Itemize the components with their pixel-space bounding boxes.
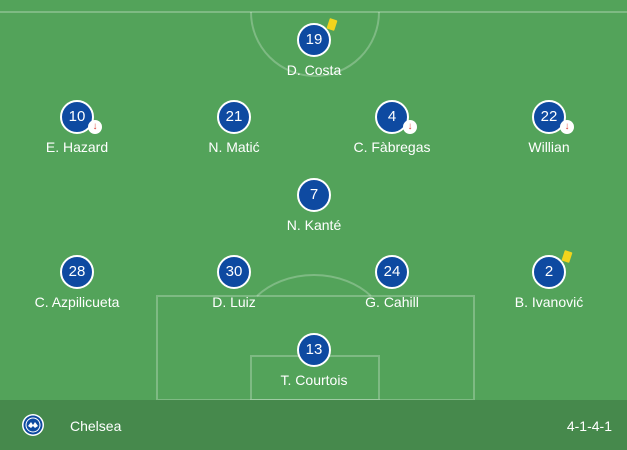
penalty-box [156,295,475,400]
chelsea-crest-icon [22,414,44,436]
player-number-badge: 30 [217,255,251,289]
pitch-markings [0,11,627,400]
center-circle [250,11,380,77]
player-card-hazard[interactable]: 10 ↓ E. Hazard [7,100,147,155]
player-card-fabregas[interactable]: 4 ↓ C. Fàbregas [322,100,462,155]
player-name: C. Fàbregas [353,139,431,155]
player-card-matic[interactable]: 21 N. Matić [164,100,304,155]
player-number-badge: 4 [375,100,409,134]
player-name: N. Kanté [286,217,342,233]
substitution-out-icon: ↓ [560,120,574,134]
yellow-card-icon [561,250,573,263]
player-number-badge: 28 [60,255,94,289]
player-card-azpilicueta[interactable]: 28 C. Azpilicueta [7,255,147,310]
yellow-card-icon [326,18,338,31]
player-number-badge: 21 [217,100,251,134]
team-footer: Chelsea 4-1-4-1 [0,400,627,450]
player-name: T. Courtois [280,372,348,388]
player-number-badge: 19 [297,23,331,57]
player-card-courtois[interactable]: 13 T. Courtois [244,333,384,388]
player-number-badge: 24 [375,255,409,289]
player-card-cahill[interactable]: 24 G. Cahill [322,255,462,310]
player-card-costa[interactable]: 19 D. Costa [244,18,384,78]
player-number-badge: 7 [297,178,331,212]
player-card-willian[interactable]: 22 ↓ Willian [479,100,619,155]
player-name: D. Luiz [212,294,256,310]
player-card-luiz[interactable]: 30 D. Luiz [164,255,304,310]
player-name: C. Azpilicueta [34,294,120,310]
player-name: N. Matić [208,139,260,155]
player-card-kante[interactable]: 7 N. Kanté [244,178,384,233]
substitution-out-icon: ↓ [88,120,102,134]
player-number-badge: 13 [297,333,331,367]
pitch: 19 D. Costa 10 ↓ E. Hazard 21 N. Matić 4… [0,11,627,400]
player-name: E. Hazard [45,139,109,155]
team-name: Chelsea [70,418,122,434]
player-number-badge: 2 [532,255,566,289]
formation-label: 4-1-4-1 [566,418,612,434]
player-name: Willian [528,139,570,155]
player-name: B. Ivanović [514,294,584,310]
player-card-ivanovic[interactable]: 2 B. Ivanović [479,250,619,310]
substitution-out-icon: ↓ [403,120,417,134]
player-name: G. Cahill [365,294,419,310]
player-name: D. Costa [286,62,342,78]
penalty-arc [256,274,372,297]
